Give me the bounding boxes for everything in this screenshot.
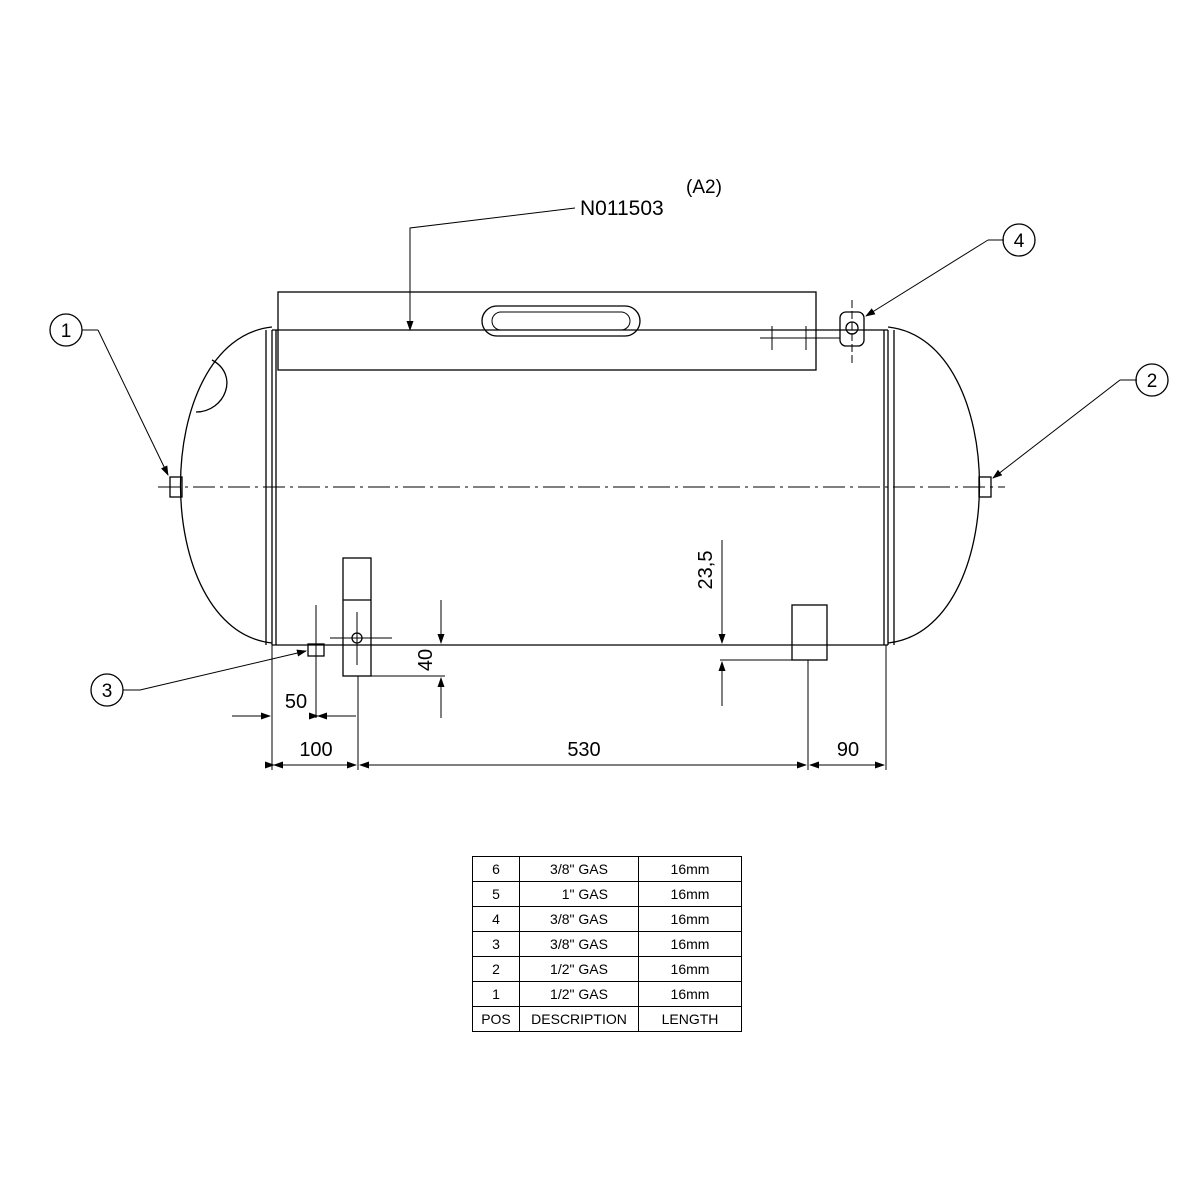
dim-label-40: 40 [415, 649, 437, 671]
description-cell: 3/8" GAS [519, 931, 639, 957]
description-cell: 1/2" GAS [519, 981, 639, 1007]
description-cell: 1" GAS [519, 881, 639, 907]
dim-label-50: 50 [285, 691, 307, 713]
dim-label-100: 100 [299, 739, 332, 761]
callout-label-1: 1 [61, 321, 72, 342]
table-row: 2 1/2" GAS 16mm [472, 956, 742, 982]
left-foot [342, 557, 372, 677]
callout-circle-2 [1135, 363, 1169, 397]
sheet-ref: (A2) [686, 177, 722, 198]
nozzle-2 [978, 476, 992, 498]
callout-label-2: 2 [1147, 371, 1158, 392]
length-cell: 16mm [638, 856, 742, 882]
pos-cell: 6 [472, 856, 520, 882]
length-cell: 16mm [638, 881, 742, 907]
top-bracket-plate [277, 291, 817, 371]
dim-label-90: 90 [837, 739, 859, 761]
table-row: 5 1" GAS 16mm [472, 881, 742, 907]
slot [481, 305, 641, 337]
table-row: 4 3/8" GAS 16mm [472, 906, 742, 932]
callout-circle-4 [1002, 223, 1036, 257]
description-cell: 1/2" GAS [519, 956, 639, 982]
pos-cell: 4 [472, 906, 520, 932]
callout-label-3: 3 [102, 681, 113, 702]
description-cell: 3/8" GAS [519, 906, 639, 932]
right-dished-end [887, 326, 981, 644]
pos-cell: 3 [472, 931, 520, 957]
description-header: DESCRIPTION [519, 1006, 639, 1032]
table-row: 6 3/8" GAS 16mm [472, 856, 742, 882]
length-cell: 16mm [638, 906, 742, 932]
description-cell: 3/8" GAS [519, 856, 639, 882]
part-number-leader [406, 207, 576, 331]
part-number: N011503 [580, 197, 664, 220]
pos-cell: 5 [472, 881, 520, 907]
parts-table: 6 3/8" GAS 16mm 5 1" GAS 16mm 4 3/8" GAS… [472, 856, 742, 1032]
callout-label-4: 4 [1014, 231, 1025, 252]
left-dished-end [179, 326, 273, 644]
table-row: 3 3/8" GAS 16mm [472, 931, 742, 957]
inspection-arc [195, 359, 228, 413]
callout-circle-3 [90, 673, 124, 707]
length-cell: 16mm [638, 981, 742, 1007]
dim-label-530: 530 [567, 739, 600, 761]
table-row: 1 1/2" GAS 16mm [472, 981, 742, 1007]
length-cell: 16mm [638, 931, 742, 957]
nozzle-1 [169, 476, 183, 498]
right-foot [791, 604, 828, 661]
table-header-row: POS DESCRIPTION LENGTH [472, 1006, 742, 1032]
dim-label-23-5: 23,5 [695, 551, 717, 590]
callout-circle-1 [49, 313, 83, 347]
length-cell: 16mm [638, 956, 742, 982]
pos-header: POS [472, 1006, 520, 1032]
pos-cell: 1 [472, 981, 520, 1007]
pos-cell: 2 [472, 956, 520, 982]
length-header: LENGTH [638, 1006, 742, 1032]
